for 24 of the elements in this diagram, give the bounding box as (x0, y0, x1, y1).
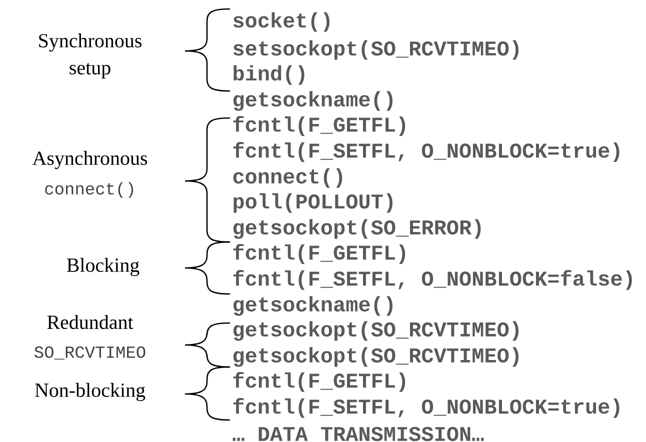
code-line: getsockopt(SO_ERROR) (233, 219, 481, 239)
code-line: setsockopt(SO_RCVTIMEO) (233, 40, 518, 60)
code-line: fcntl(F_GETFL) (233, 372, 406, 392)
group-label: Redundant (47, 314, 134, 330)
group-label: Asynchronous (32, 150, 148, 170)
code-line: getsockopt(SO_RCVTIMEO) (233, 321, 518, 341)
code-line: fcntl(F_SETFL, O_NONBLOCK=true) (233, 398, 620, 418)
group-label: Non-blocking (35, 382, 146, 402)
group-label: connect() (45, 182, 134, 198)
code-line: fcntl(F_GETFL) (233, 244, 406, 264)
group-label: Blocking (66, 258, 140, 276)
code-line: getsockname() (233, 91, 392, 111)
code-line: fcntl(F_GETFL) (233, 116, 406, 136)
code-line: fcntl(F_SETFL, O_NONBLOCK=true) (233, 142, 620, 162)
code-line: socket() (233, 12, 330, 32)
code-line: fcntl(F_SETFL, O_NONBLOCK=false) (233, 270, 632, 290)
code-line: bind() (234, 65, 304, 85)
code-line: connect() (233, 168, 342, 188)
code-line: getsockopt(SO_RCVTIMEO) (233, 347, 518, 367)
code-line: getsockname() (233, 296, 392, 316)
group-label: Synchronous setup (39, 33, 142, 79)
code-line: … DATA TRANSMISSION… (232, 426, 484, 442)
group-label: SO_RCVTIMEO (34, 346, 146, 360)
code-line: poll(POLLOUT) (234, 193, 392, 213)
